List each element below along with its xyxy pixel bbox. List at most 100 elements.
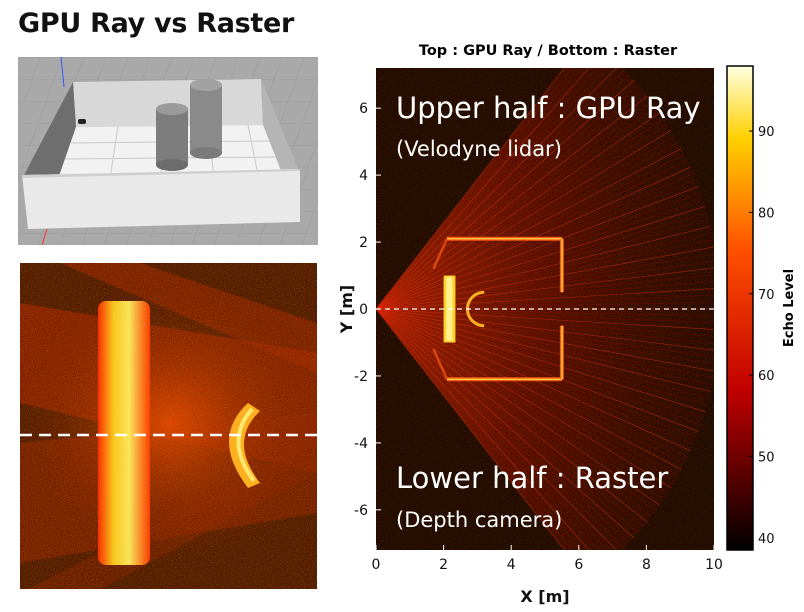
beam-ray	[376, 68, 599, 310]
beam-ray	[376, 118, 664, 310]
x-tick-label: 10	[705, 557, 723, 573]
beam-ray	[376, 308, 711, 392]
annotation-text: Upper half : GPU Ray	[396, 91, 701, 125]
y-axis-label: Y [m]	[337, 285, 356, 334]
beam-ray	[376, 308, 714, 351]
annotation-text: (Depth camera)	[396, 508, 562, 532]
beam-ray	[376, 232, 713, 310]
beam-ray	[376, 246, 714, 310]
beam-ray	[376, 308, 630, 544]
annotation-text: (Velodyne lidar)	[396, 137, 562, 161]
x-tick-label: 0	[372, 557, 381, 573]
colorbar-tick-label: 80	[758, 206, 775, 221]
beam-ray	[376, 308, 635, 539]
x-tick-label: 2	[439, 557, 448, 573]
beam-ray	[376, 308, 652, 517]
main-chart: Top : GPU Ray / Bottom : Raster Upper ha…	[337, 43, 797, 606]
beam-ray	[376, 308, 682, 470]
colorbar-tick-label: 40	[758, 532, 775, 547]
beam-ray	[376, 95, 648, 310]
beam-ray	[376, 308, 685, 464]
beam-ray	[376, 308, 599, 550]
beam-ray	[376, 192, 701, 310]
beam-ray	[376, 68, 590, 310]
beam-ray	[376, 308, 714, 344]
zoomed-heatmap-view	[20, 263, 317, 589]
colorbar	[726, 65, 754, 551]
beam-ray	[376, 308, 714, 365]
beam-ray	[376, 130, 672, 310]
beam-ray	[376, 85, 639, 310]
beam-ray	[376, 68, 581, 310]
3d-scene-icon	[18, 57, 318, 245]
x-tick-label: 8	[642, 557, 651, 573]
beam-ray	[376, 79, 635, 310]
beam-ray	[376, 90, 644, 310]
colorbar-tick-label: 50	[758, 450, 775, 465]
beam-ray	[376, 148, 682, 310]
beam-ray	[376, 186, 699, 310]
beam-ray	[376, 308, 710, 399]
beam-ray	[376, 308, 714, 323]
beam-ray	[376, 69, 625, 310]
beam-ray	[376, 68, 573, 310]
wall-echo	[432, 348, 449, 380]
y-tick-label: -6	[354, 503, 368, 519]
annotation-text: Lower half : Raster	[396, 461, 668, 495]
beam-ray	[376, 308, 714, 337]
figure-title: GPU Ray vs Raster	[18, 8, 295, 39]
colorbar-label: Echo Level	[782, 269, 797, 347]
beam-ray	[376, 199, 704, 310]
beam-ray	[376, 308, 679, 476]
beam-ray	[376, 68, 608, 310]
beam-ray	[376, 308, 639, 533]
beam-ray	[376, 308, 714, 358]
beam-ray	[376, 308, 590, 550]
beam-ray	[376, 101, 652, 310]
y-tick-label: 0	[359, 302, 368, 318]
beam-ray	[376, 308, 675, 482]
chart-title: Top : GPU Ray / Bottom : Raster	[419, 43, 678, 59]
y-tick-label: -4	[354, 436, 368, 452]
beam-ray	[376, 308, 696, 439]
beam-ray	[376, 239, 714, 310]
beam-ray	[376, 260, 714, 310]
beam-ray	[376, 308, 660, 506]
beam-ray	[376, 281, 714, 310]
beam-ray	[376, 308, 699, 432]
beam-ray	[376, 308, 573, 550]
beam-ray	[376, 160, 688, 310]
colorbar-tick-label: 60	[758, 369, 775, 384]
scene-view	[18, 57, 318, 245]
beam-ray	[376, 124, 668, 310]
beam-ray	[376, 308, 694, 445]
colorbar-tick-label: 90	[758, 125, 775, 140]
beam-ray	[376, 308, 714, 372]
colorbar-tick-label: 70	[758, 288, 775, 303]
beam-ray	[376, 173, 694, 310]
beam-ray	[376, 274, 714, 310]
y-tick-label: 2	[359, 235, 368, 251]
beam-ray	[376, 74, 630, 310]
beam-ray	[376, 308, 656, 512]
beam-ray	[376, 288, 714, 310]
beam-ray	[376, 308, 688, 458]
x-tick-label: 6	[574, 557, 583, 573]
beam-ray	[376, 267, 714, 310]
beam-ray	[376, 308, 672, 488]
beam-ray	[376, 253, 714, 310]
y-tick-label: -2	[354, 369, 368, 385]
x-tick-label: 4	[507, 557, 516, 573]
beam-ray	[376, 112, 660, 310]
y-tick-label: 6	[359, 101, 368, 117]
beam-ray	[376, 226, 711, 310]
beam-ray	[376, 68, 565, 310]
beam-ray	[376, 308, 608, 550]
beam-ray	[376, 308, 713, 386]
wall-echo	[432, 238, 449, 270]
x-axis-label: X [m]	[520, 587, 569, 606]
x-axis-ticks: 0 2 4 6 8 10	[372, 545, 723, 573]
beam-ray	[376, 308, 714, 379]
beam-ray	[376, 295, 714, 310]
